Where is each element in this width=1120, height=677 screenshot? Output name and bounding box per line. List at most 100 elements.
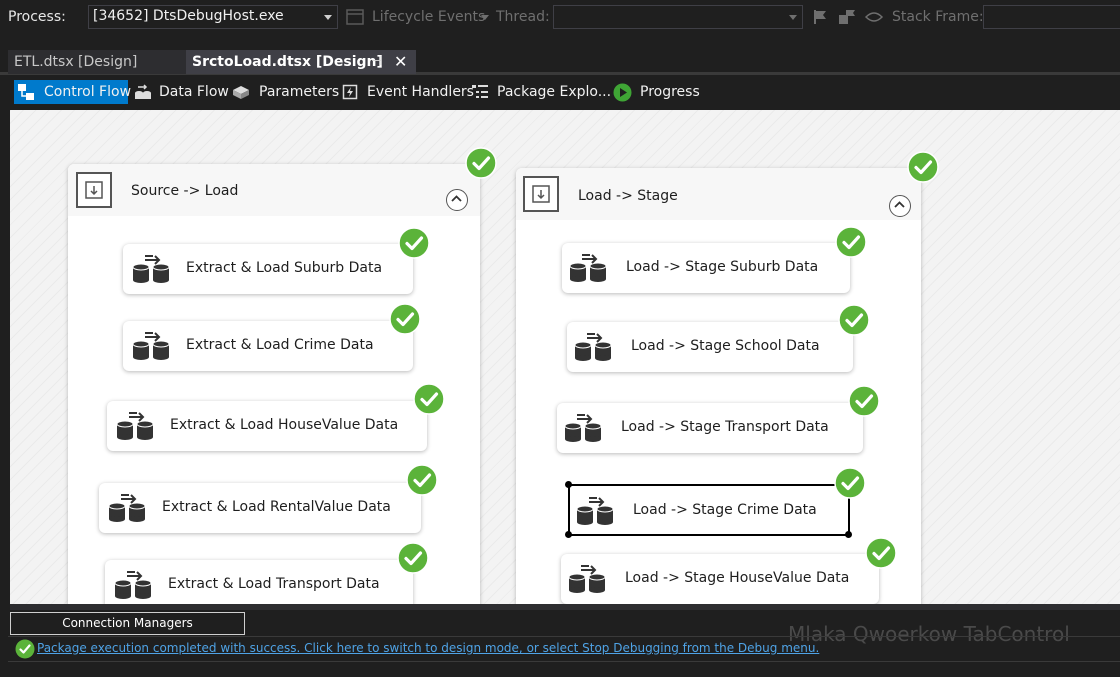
task-label: Load -> Stage Crime Data xyxy=(633,502,817,518)
success-check-icon xyxy=(406,464,438,496)
tab-control-flow[interactable]: Control Flow xyxy=(14,80,128,104)
tab-label: Progress xyxy=(640,80,700,104)
task-label: Load -> Stage HouseValue Data xyxy=(625,570,849,586)
connection-managers-tab[interactable]: Connection Managers xyxy=(10,612,245,635)
data-flow-task-icon xyxy=(563,413,605,443)
success-check-icon xyxy=(907,151,939,183)
task-label: Extract & Load RentalValue Data xyxy=(162,499,391,515)
container-title: Source -> Load xyxy=(131,183,238,199)
success-check-icon xyxy=(835,226,867,258)
tab-package-explorer[interactable]: Package Explo... xyxy=(472,80,602,104)
data-flow-task-icon xyxy=(131,331,173,361)
event-handlers-icon xyxy=(342,84,358,100)
task-extract-load-housevalue[interactable]: Extract & Load HouseValue Data xyxy=(107,401,427,451)
thread-dropdown[interactable] xyxy=(553,5,803,29)
tab-label: SrctoLoad.dtsx [Design] xyxy=(192,54,383,70)
stack-frame-dropdown[interactable] xyxy=(983,5,1120,29)
tab-label: Event Handlers xyxy=(367,80,474,104)
data-flow-task-icon xyxy=(115,411,157,441)
flag-icon[interactable] xyxy=(812,9,828,25)
connection-managers-label: Connection Managers xyxy=(62,616,193,630)
data-flow-task-icon xyxy=(131,254,173,284)
task-label: Extract & Load Transport Data xyxy=(168,576,380,592)
tab-srctoload-design[interactable]: SrctoLoad.dtsx [Design] ⊣ ✕ xyxy=(186,50,416,74)
task-load-stage-transport[interactable]: Load -> Stage Transport Data xyxy=(557,403,863,453)
chevron-down-icon xyxy=(789,15,797,20)
show-threads-icon[interactable] xyxy=(864,9,884,25)
success-check-icon xyxy=(865,537,897,569)
control-flow-canvas[interactable]: Source -> Load Load -> Stage Extract & L… xyxy=(10,110,1120,604)
sequence-container-icon xyxy=(76,172,112,208)
task-label: Load -> Stage Transport Data xyxy=(621,419,829,435)
data-flow-task-icon xyxy=(573,332,615,362)
tab-label: Data Flow xyxy=(159,80,229,104)
task-extract-load-crime[interactable]: Extract & Load Crime Data xyxy=(123,321,413,371)
tab-label: ETL.dtsx [Design] xyxy=(14,54,137,70)
data-flow-icon xyxy=(134,84,150,100)
success-check-icon xyxy=(465,147,497,179)
package-explorer-icon xyxy=(472,84,488,100)
task-load-stage-housevalue[interactable]: Load -> Stage HouseValue Data xyxy=(561,554,879,604)
parameters-icon xyxy=(232,84,248,100)
task-label: Extract & Load HouseValue Data xyxy=(170,417,398,433)
lifecycle-events-label[interactable]: Lifecycle Events xyxy=(372,9,485,25)
tab-label: Control Flow xyxy=(44,80,131,104)
task-label: Extract & Load Suburb Data xyxy=(186,260,382,276)
tab-etl-design[interactable]: ETL.dtsx [Design] xyxy=(8,50,186,74)
success-check-icon xyxy=(834,467,866,499)
task-label: Extract & Load Crime Data xyxy=(186,337,374,353)
selection-handle[interactable] xyxy=(565,531,572,538)
process-value: [34652] DtsDebugHost.exe xyxy=(93,8,284,24)
success-check-icon xyxy=(15,639,35,659)
task-extract-load-transport[interactable]: Extract & Load Transport Data xyxy=(105,560,413,604)
tab-data-flow[interactable]: Data Flow xyxy=(134,80,224,104)
pin-icon[interactable]: ⊣ xyxy=(371,50,382,74)
container-title: Load -> Stage xyxy=(578,188,678,204)
task-extract-load-rentalvalue[interactable]: Extract & Load RentalValue Data xyxy=(99,483,421,533)
thread-label: Thread: xyxy=(496,9,550,25)
stack-frame-label: Stack Frame: xyxy=(892,9,984,25)
success-check-icon xyxy=(413,383,445,415)
task-label: Load -> Stage School Data xyxy=(631,338,820,354)
tab-event-handlers[interactable]: Event Handlers xyxy=(342,80,464,104)
tab-label: Package Explo... xyxy=(497,80,611,104)
tab-progress[interactable]: Progress xyxy=(613,80,703,104)
data-flow-task-icon xyxy=(575,496,617,526)
flag-threads-icon[interactable] xyxy=(838,9,856,25)
selection-handle[interactable] xyxy=(565,481,572,488)
success-check-icon xyxy=(398,227,430,259)
task-load-stage-suburb[interactable]: Load -> Stage Suburb Data xyxy=(562,243,850,293)
chevron-down-icon xyxy=(324,15,332,20)
task-load-stage-school[interactable]: Load -> Stage School Data xyxy=(567,322,853,372)
control-flow-icon xyxy=(18,84,34,100)
data-flow-task-icon xyxy=(568,253,610,283)
process-label: Process: xyxy=(8,9,66,25)
collapse-chevron-up-icon[interactable] xyxy=(889,195,911,217)
task-label: Load -> Stage Suburb Data xyxy=(626,259,818,275)
data-flow-task-icon xyxy=(567,564,609,594)
watermark-text: Mlaka Qwoerkow TabControl xyxy=(788,622,1070,646)
tab-parameters[interactable]: Parameters xyxy=(232,80,332,104)
progress-play-icon xyxy=(613,83,632,102)
tab-label: Parameters xyxy=(259,80,339,104)
success-check-icon xyxy=(397,542,429,574)
task-extract-load-suburb[interactable]: Extract & Load Suburb Data xyxy=(123,244,413,294)
canvas-bottom-border xyxy=(10,604,1120,610)
selection-handle[interactable] xyxy=(845,531,852,538)
container-header xyxy=(68,164,480,216)
data-flow-task-icon xyxy=(107,493,149,523)
chevron-down-icon[interactable] xyxy=(481,15,489,20)
switch-to-design-mode-link[interactable]: Package execution completed with success… xyxy=(37,641,819,655)
divider xyxy=(8,636,1120,637)
container-header xyxy=(516,168,921,220)
success-check-icon xyxy=(838,304,870,336)
task-load-stage-crime[interactable]: Load -> Stage Crime Data xyxy=(568,484,850,536)
close-icon[interactable]: ✕ xyxy=(394,50,407,74)
divider xyxy=(8,661,1120,662)
process-dropdown[interactable]: [34652] DtsDebugHost.exe xyxy=(88,5,338,29)
data-flow-task-icon xyxy=(113,570,155,600)
sequence-container-icon xyxy=(523,176,559,212)
success-check-icon xyxy=(389,303,421,335)
collapse-chevron-up-icon[interactable] xyxy=(446,189,468,211)
lifecycle-events-icon xyxy=(346,9,364,25)
